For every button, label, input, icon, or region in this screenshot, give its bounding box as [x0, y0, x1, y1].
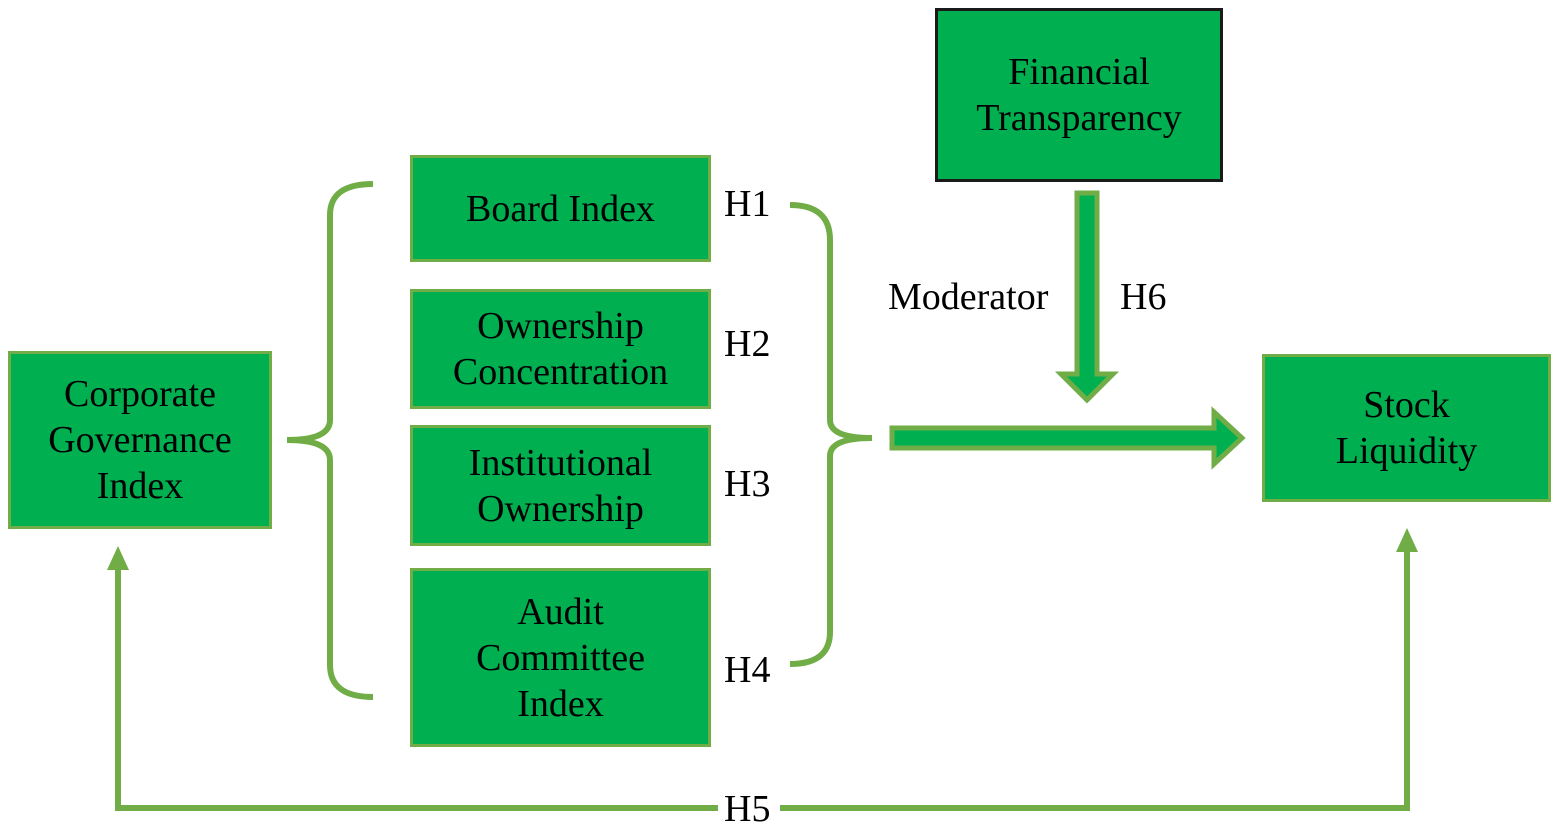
h1-label: H1	[724, 183, 771, 225]
h4-label: H4	[724, 649, 771, 691]
left-brace	[286, 181, 374, 700]
h5-label: H5	[724, 788, 771, 830]
corporate-governance-index-box: Corporate Governance Index	[8, 351, 272, 529]
audit-committee-index-label: Audit Committee Index	[476, 590, 645, 725]
h6-label: H6	[1120, 276, 1167, 318]
moderator-arrow	[1054, 190, 1120, 404]
board-index-label: Board Index	[466, 187, 655, 230]
h3-label: H3	[724, 463, 771, 505]
audit-committee-index-box: Audit Committee Index	[410, 568, 711, 747]
financial-transparency-box: Financial Transparency	[935, 8, 1223, 182]
h5-arrowhead-left	[107, 546, 129, 570]
stock-liquidity-label: Stock Liquidity	[1335, 384, 1478, 472]
h5-connector-line	[115, 570, 718, 811]
moderator-label: Moderator	[888, 276, 1049, 318]
ownership-concentration-box: Ownership Concentration	[410, 289, 711, 409]
stock-liquidity-box: Stock Liquidity	[1262, 354, 1551, 502]
ownership-concentration-label: Ownership Concentration	[452, 305, 669, 393]
h2-label: H2	[724, 323, 771, 365]
financial-transparency-label: Financial Transparency	[976, 51, 1182, 139]
institutional-ownership-label: Institutional Ownership	[468, 441, 653, 530]
institutional-ownership-box: Institutional Ownership	[410, 425, 711, 546]
corporate-governance-index-label: Corporate Governance Index	[48, 373, 232, 507]
right-brace	[789, 202, 873, 667]
main-arrow	[889, 406, 1246, 470]
board-index-box: Board Index	[410, 155, 711, 262]
h5-arrowhead-right	[1396, 528, 1418, 552]
h5-connector-line-right	[780, 550, 1410, 811]
